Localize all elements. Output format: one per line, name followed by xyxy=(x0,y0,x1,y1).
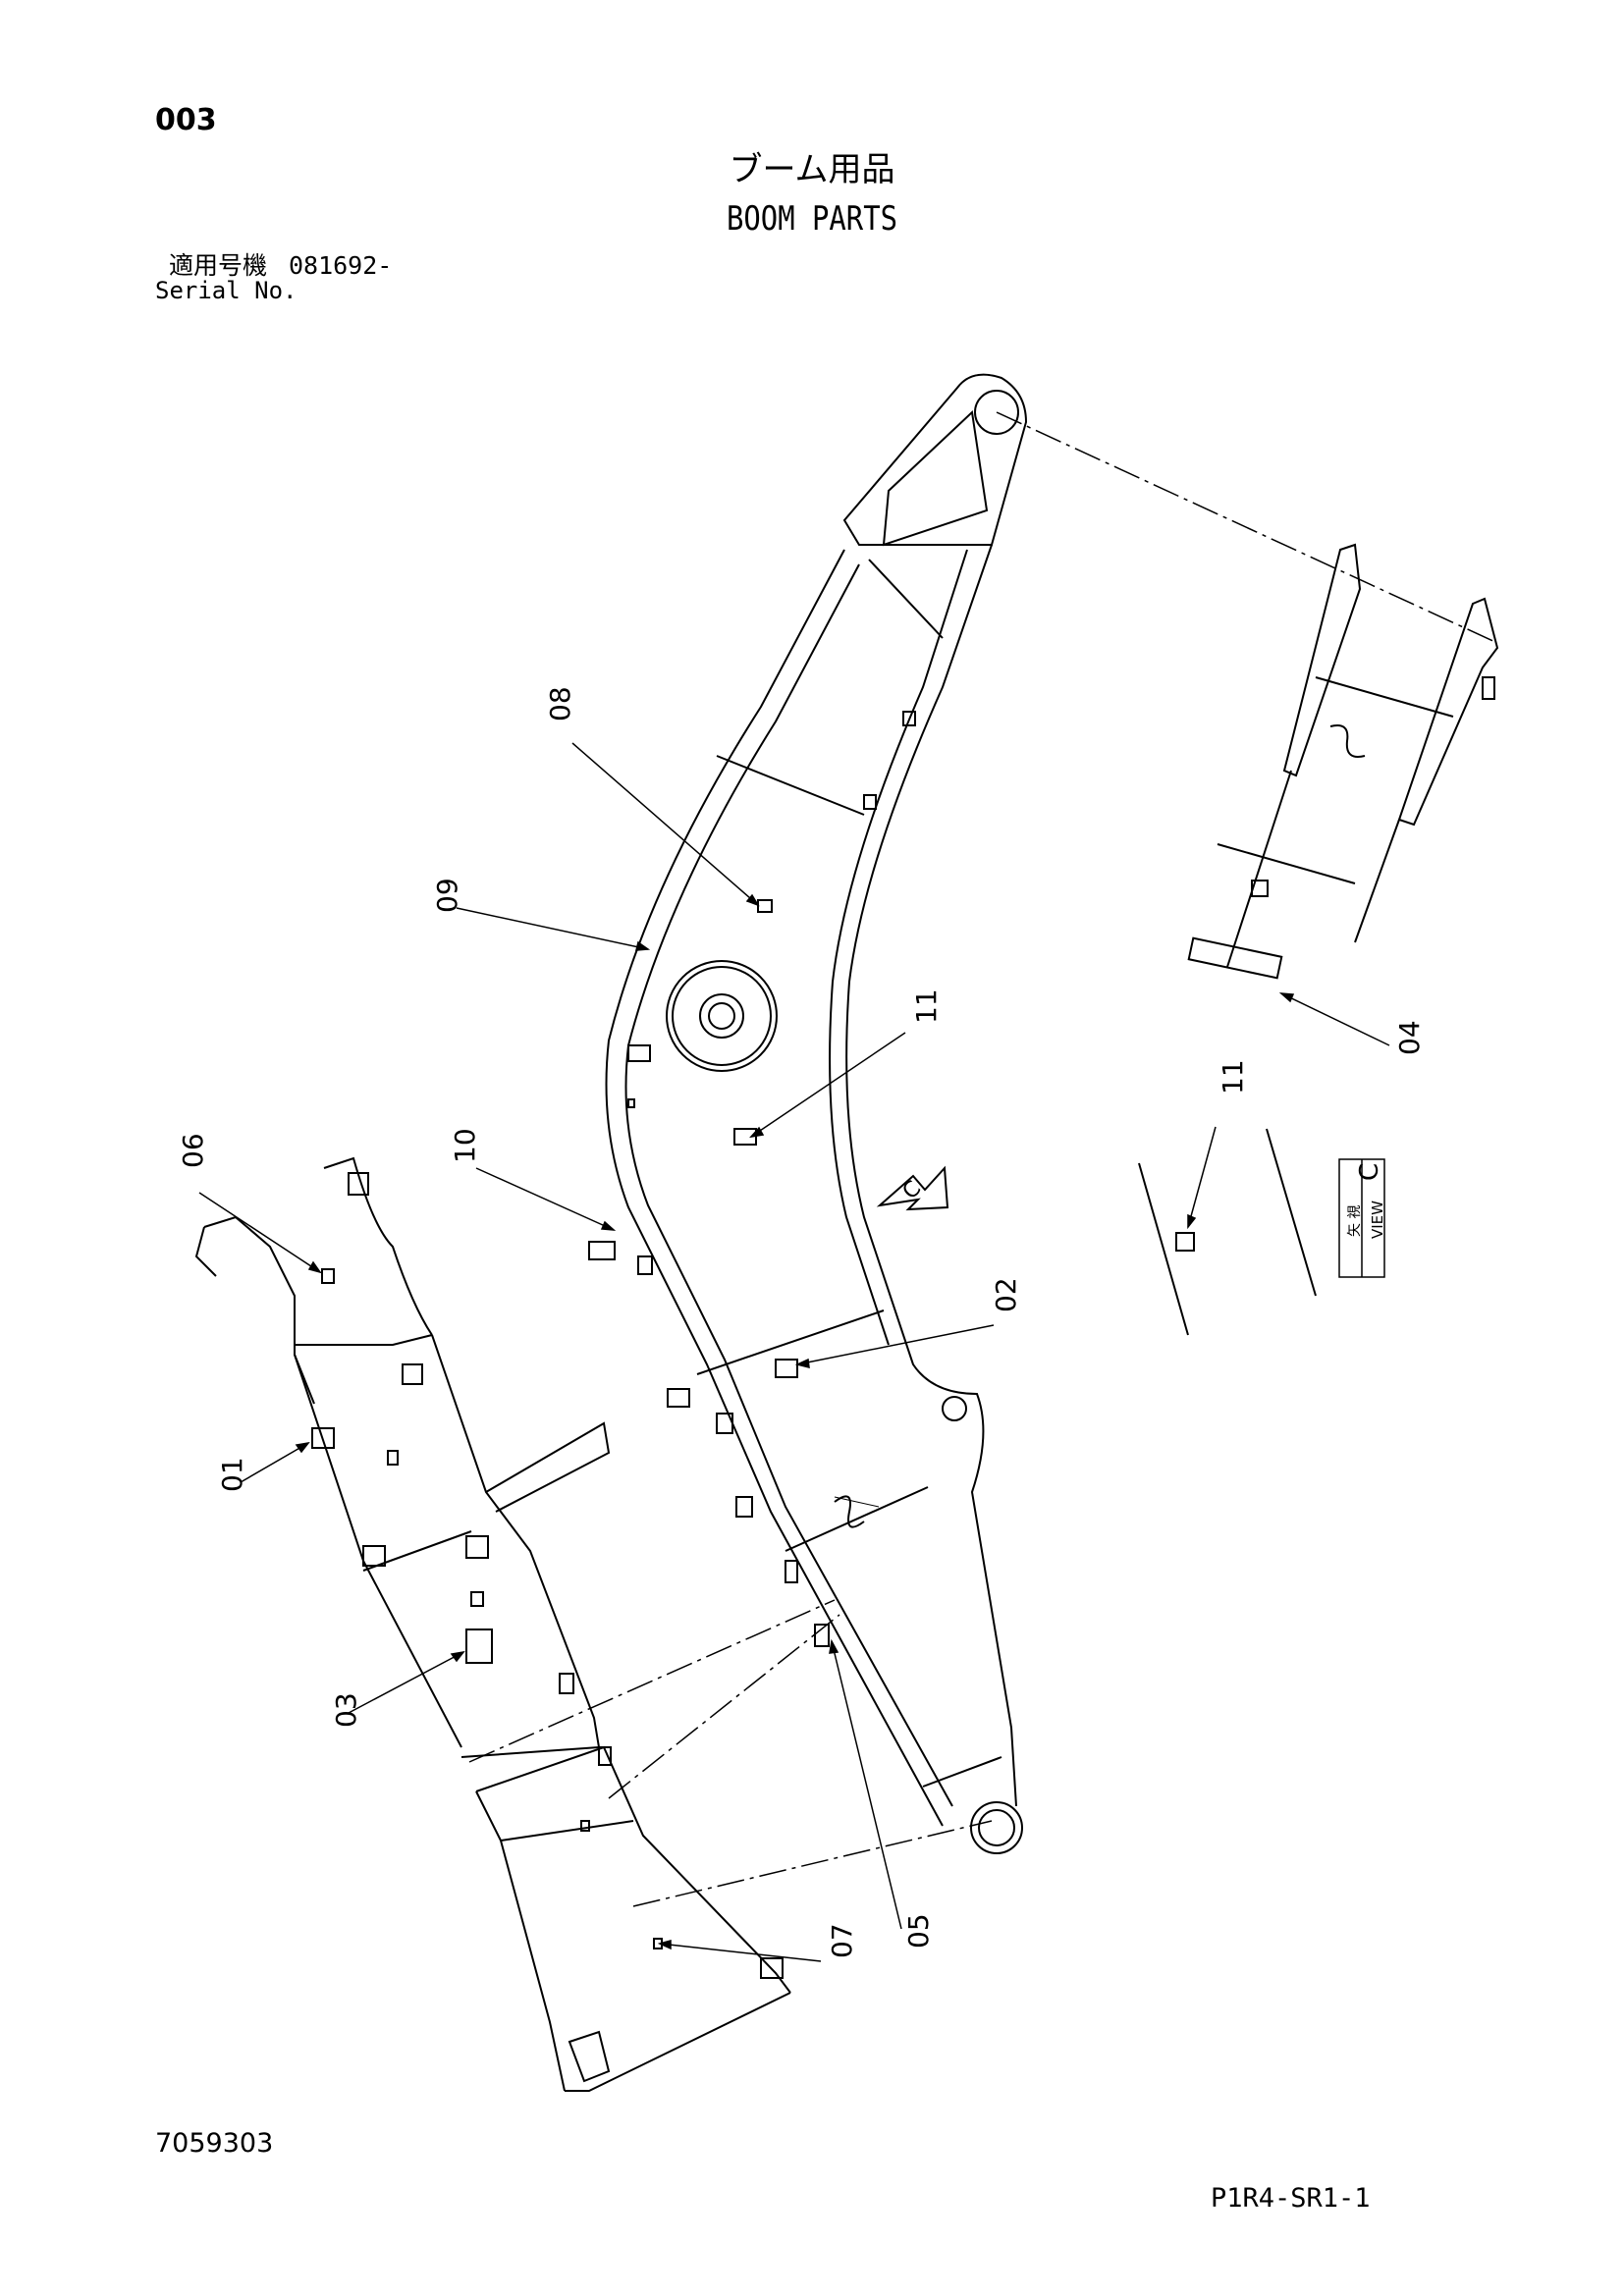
svg-text:11: 11 xyxy=(1217,1059,1249,1095)
document-number: 7059303 xyxy=(155,2128,274,2159)
view-c-letter: C xyxy=(1355,1163,1384,1181)
boom-right-inner-edge xyxy=(829,549,968,1346)
svg-text:11: 11 xyxy=(910,988,943,1024)
view-c-arrow: C xyxy=(876,1165,949,1211)
section-line xyxy=(785,1486,929,1552)
serial-applicability: 適用号機 081692- xyxy=(169,253,392,278)
svg-text:10: 10 xyxy=(449,1128,481,1163)
callout-04: 04 xyxy=(1278,992,1426,1055)
boom-center-boss xyxy=(666,960,778,1072)
svg-text:04: 04 xyxy=(1393,1020,1426,1055)
clip xyxy=(667,1388,690,1408)
serial-value: 081692- xyxy=(288,251,393,280)
clip xyxy=(627,1044,651,1062)
svg-text:09: 09 xyxy=(431,878,463,913)
reference-code: P1R4-SR1-1 xyxy=(1211,2183,1371,2214)
svg-text:06: 06 xyxy=(177,1133,209,1168)
callout-06: 06 xyxy=(177,1133,322,1274)
callout-03: 03 xyxy=(330,1650,465,1728)
svg-text:02: 02 xyxy=(990,1277,1022,1312)
svg-text:08: 08 xyxy=(544,686,576,721)
serial-label-jp: 適用号機 xyxy=(169,251,268,280)
title-japanese: ブーム用品 xyxy=(729,150,895,189)
clip xyxy=(735,1496,753,1518)
title-english: BOOM PARTS xyxy=(726,199,897,239)
clip-08 xyxy=(757,899,773,913)
foot-detail-left-edge xyxy=(294,1354,462,1748)
callout-09: 09 xyxy=(431,878,651,951)
boom-left-edge xyxy=(605,549,944,1827)
boom-head-window xyxy=(882,409,989,547)
boom-right-edge xyxy=(845,544,1017,1807)
boom-top-detail-view xyxy=(1187,543,1499,980)
callout-01: 01 xyxy=(216,1441,310,1492)
plate-01 xyxy=(311,1427,335,1449)
plate-03 xyxy=(465,1629,493,1664)
svg-text:03: 03 xyxy=(330,1692,362,1728)
section-line xyxy=(922,1756,1002,1788)
boom-foot-detail-view xyxy=(194,1156,791,2092)
serial-label-en: Serial No. xyxy=(155,277,298,304)
clip-02 xyxy=(775,1359,798,1378)
plate-04 xyxy=(1187,936,1283,980)
boom-top-pin xyxy=(974,390,1019,435)
view-c-label: VIEW xyxy=(1369,1201,1386,1239)
boom-foot-pin xyxy=(970,1801,1023,1854)
phantom-lines xyxy=(468,411,1498,1907)
boom-left-inner-edge xyxy=(624,563,953,1807)
callout-11-main: 11 xyxy=(749,988,943,1139)
page-number: 003 xyxy=(155,103,217,137)
clip-06 xyxy=(321,1268,335,1284)
svg-text:07: 07 xyxy=(826,1923,858,1958)
clip-05 xyxy=(814,1624,830,1647)
view-c-label-jp: 矢 視 xyxy=(1347,1205,1363,1237)
foot-detail-right-edge xyxy=(431,1334,600,1748)
section-line xyxy=(868,559,944,639)
break-mark xyxy=(834,1495,865,1528)
callout-05: 05 xyxy=(829,1638,935,1949)
clip xyxy=(785,1560,798,1583)
boom-main-view: C xyxy=(588,373,1028,1854)
callout-07: 07 xyxy=(657,1923,858,1962)
foot-bracket xyxy=(485,1421,611,1513)
clip xyxy=(716,1413,733,1434)
section-line xyxy=(696,1309,885,1375)
callout-11-view-c: 11 xyxy=(1187,1059,1249,1230)
clip-11 xyxy=(733,1128,757,1146)
callouts: 01 02 03 04 05 xyxy=(177,686,1426,1962)
svg-text:01: 01 xyxy=(216,1457,248,1492)
callout-02: 02 xyxy=(794,1277,1022,1368)
view-arrow-letter: C xyxy=(898,1176,927,1204)
boom-top-head xyxy=(842,373,1028,546)
svg-text:05: 05 xyxy=(902,1913,935,1949)
break-mark xyxy=(1329,724,1366,758)
section-line xyxy=(716,755,865,816)
callout-10: 10 xyxy=(449,1128,617,1231)
boom-side-eye xyxy=(942,1396,967,1421)
callout-08: 08 xyxy=(544,686,760,907)
plate-11-view xyxy=(1175,1232,1195,1252)
view-c-detail: C VIEW 矢 視 xyxy=(1138,1128,1386,1336)
clip xyxy=(637,1255,653,1275)
clip-10 xyxy=(588,1241,616,1260)
